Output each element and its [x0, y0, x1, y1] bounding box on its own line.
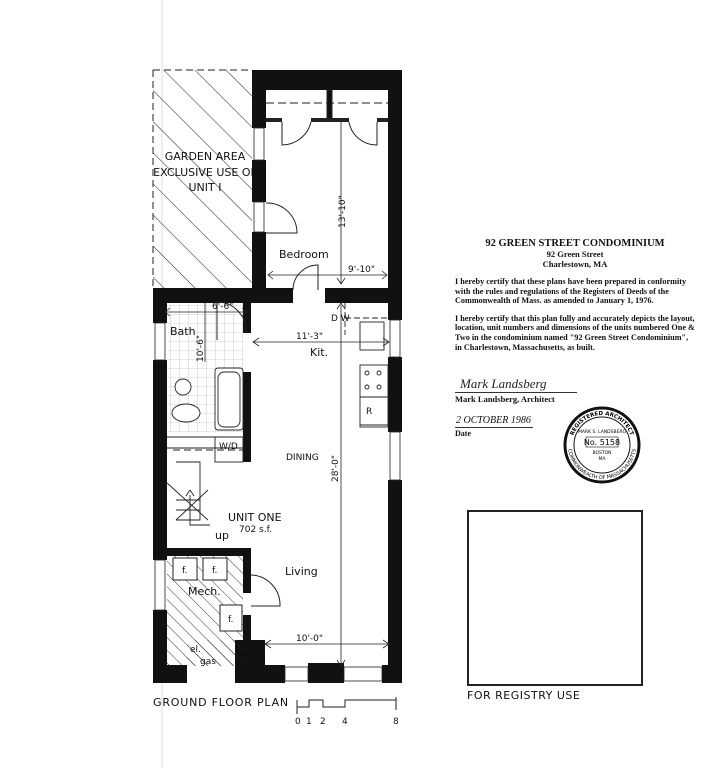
- seal-name: MARK S. LANDSBERG: [578, 429, 627, 435]
- seal-number: No. 5158: [584, 438, 620, 447]
- dim-bath-depth: 10'-6": [196, 335, 206, 362]
- scale-label-0: 0: [295, 717, 301, 727]
- certificate-title: 92 GREEN STREET CONDOMINIUM: [485, 238, 665, 249]
- dim-bath-width: 6'-6": [212, 302, 233, 312]
- unit-name: UNIT ONE: [228, 511, 282, 524]
- certificate-address-line1: 92 Green Street: [546, 249, 604, 259]
- dim-kitchen-width: 11'-3": [296, 332, 323, 342]
- certificate-block: 92 GREEN STREET CONDOMINIUM 92 Green Str…: [455, 238, 695, 352]
- seal-state: MA: [599, 456, 607, 462]
- walls: [153, 70, 402, 683]
- signature: Mark Landsberg: [460, 376, 547, 391]
- fixtures: [166, 303, 389, 526]
- scale-label-4: 4: [342, 717, 348, 727]
- signer-name: Mark Landsberg, Architect: [455, 394, 555, 404]
- registry-label: FOR REGISTRY USE: [467, 689, 581, 702]
- certification-paragraph-2: I hereby certify that this plan fully an…: [455, 313, 695, 352]
- dim-living-width: 10'-0": [296, 634, 323, 644]
- room-bedroom: Bedroom: [279, 248, 329, 261]
- handwritten-date: 2 OCTOBER 1986: [456, 415, 531, 426]
- date-line: [455, 427, 533, 428]
- windows: [154, 127, 401, 682]
- unit-area: 702 s.f.: [239, 525, 272, 535]
- room-mech: Mech.: [188, 585, 221, 598]
- elec-label: el.: [190, 645, 201, 655]
- signature-line: [455, 392, 577, 393]
- washer-dryer-label: W/D: [219, 442, 238, 452]
- scale-label-1: 1: [306, 717, 312, 727]
- dim-bedroom-width: 9'-10": [348, 265, 375, 275]
- architect-seal: REGISTERED ARCHITECT COMMONWEALTH OF MAS…: [563, 406, 641, 484]
- garden-label-line3: UNIT I: [189, 181, 222, 194]
- furnace-label-3: f.: [228, 615, 233, 625]
- dimension-lines: [164, 122, 390, 667]
- room-bath: Bath: [170, 325, 196, 338]
- mechanical-room: [167, 556, 243, 666]
- registry-box: [467, 510, 643, 686]
- dim-bedroom-depth: 13'-10": [338, 195, 348, 228]
- room-living: Living: [285, 565, 318, 578]
- garden-label-line2: EXCLUSIVE USE OF: [153, 166, 257, 179]
- garden-area: [152, 69, 252, 290]
- dishwasher-label: D W: [331, 314, 350, 324]
- furnace-label-1: f.: [182, 566, 187, 576]
- certificate-address-line2: Charlestown, MA: [542, 258, 608, 269]
- refrigerator-label: R: [366, 407, 372, 417]
- room-kitchen: Kit.: [310, 346, 328, 359]
- plan-title: GROUND FLOOR PLAN: [153, 696, 289, 709]
- scale-label-8: 8: [393, 717, 399, 727]
- seal-city: BOSTON: [592, 450, 611, 456]
- dim-unit-depth: 28'-0": [331, 455, 341, 482]
- garden-label-line1: GARDEN AREA: [165, 150, 246, 163]
- room-dining: DINING: [286, 453, 319, 463]
- doors: [216, 89, 388, 607]
- stairs-up-label: up: [215, 529, 229, 542]
- scale-label-2: 2: [320, 717, 326, 727]
- certification-paragraph-1: I hereby certify that these plans have b…: [455, 277, 687, 306]
- furnace-label-2: f.: [212, 566, 217, 576]
- date-label: Date: [455, 429, 471, 438]
- scale-bar: [296, 697, 397, 714]
- gas-label: gas: [200, 657, 216, 667]
